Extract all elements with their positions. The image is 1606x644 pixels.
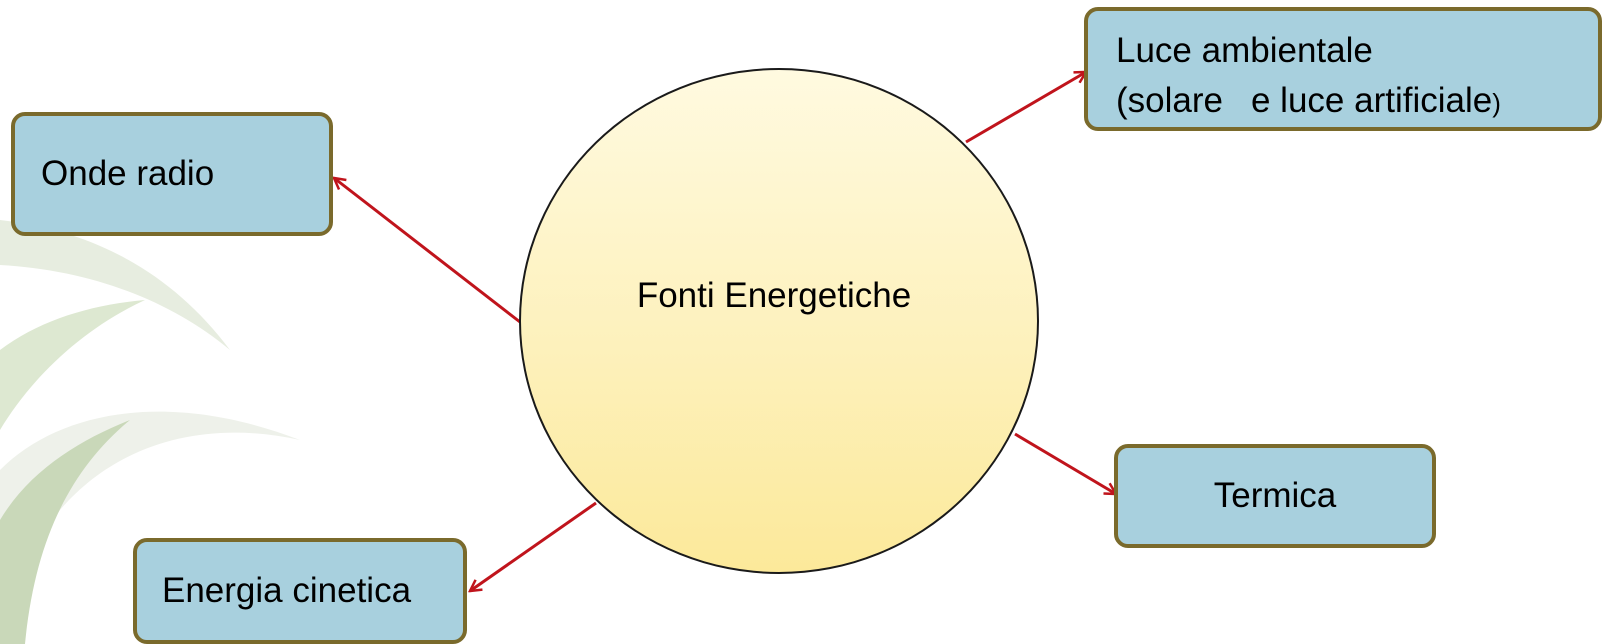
node-luce-line2: (solare e luce artificiale) xyxy=(1116,76,1598,128)
node-luce-line2-paren: ) xyxy=(1492,88,1501,118)
node-luce-line1: Luce ambientale xyxy=(1116,31,1373,70)
arrow-to-onde-radio xyxy=(334,178,521,324)
node-luce-ambientale: Luce ambientale (solare e luce artificial… xyxy=(1084,7,1602,131)
node-termica: Termica xyxy=(1114,444,1436,548)
node-energia-cinetica: Energia cinetica xyxy=(133,538,467,644)
arrow-to-energia-cinetica xyxy=(470,501,597,591)
arrow-to-luce-ambientale xyxy=(965,72,1086,144)
node-termica-label: Termica xyxy=(1213,476,1337,515)
node-luce-line2-part1: (solare xyxy=(1116,81,1223,120)
node-onde-radio: Onde radio xyxy=(11,112,333,236)
center-label: Fonti Energetiche xyxy=(636,276,912,315)
node-onde-radio-label: Onde radio xyxy=(41,154,215,193)
center-circle: Fonti Energetiche xyxy=(519,68,1039,574)
arrow-to-termica xyxy=(1014,432,1116,494)
node-energia-cinetica-label: Energia cinetica xyxy=(162,571,412,610)
node-luce-line2-part2: e luce artificiale xyxy=(1250,81,1493,120)
